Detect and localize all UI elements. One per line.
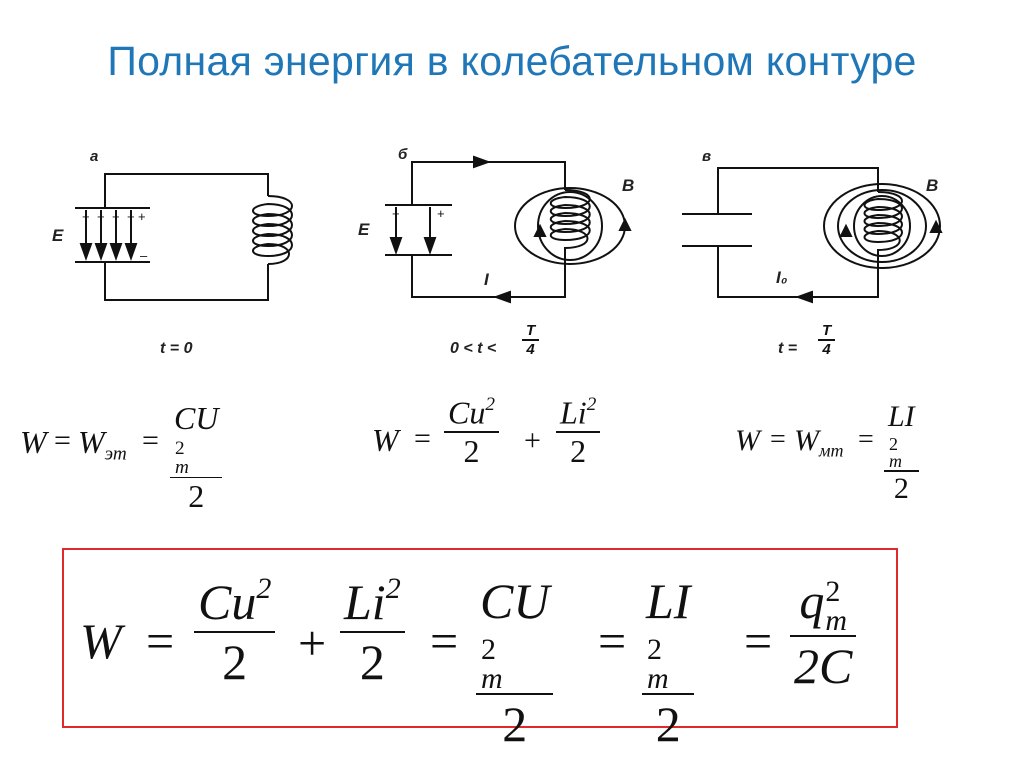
w-electric: Wэт — [78, 424, 127, 465]
time-label-b: 0 < t < — [450, 340, 497, 357]
time-label-c: t = — [778, 340, 798, 357]
panel-c-letter: в — [702, 148, 712, 165]
svg-text:–: – — [140, 248, 148, 263]
circuit-panel-b — [385, 155, 632, 304]
svg-text:+: + — [392, 206, 400, 221]
panel-a-letter: а — [90, 148, 99, 165]
plus-signs-a: +++++ – — [82, 209, 148, 263]
current-label-c: I₀ — [776, 268, 788, 287]
circuit-panel-a — [75, 173, 293, 301]
circuit-panel-c — [682, 167, 943, 304]
fraction-cu2: Cu2 2 — [444, 394, 499, 470]
svg-text:+: + — [127, 209, 135, 224]
main-term-li2: Li2 2 — [340, 572, 405, 691]
svg-text:+: + — [138, 209, 146, 224]
plus-signs-b: ++ — [392, 206, 445, 221]
panel-b-letter: б — [398, 146, 408, 163]
svg-text:+: + — [112, 209, 120, 224]
b-field-label-c: B — [926, 176, 939, 195]
svg-text:+: + — [437, 206, 445, 221]
total-energy-box — [62, 548, 898, 728]
field-label-b: E — [358, 220, 370, 239]
field-label-a: E — [52, 226, 64, 245]
fraction-li2: Li2 2 — [556, 394, 601, 470]
b-field-label-b: B — [622, 176, 635, 195]
time-label-a: t = 0 — [160, 340, 193, 357]
svg-text:+: + — [82, 209, 90, 224]
current-label-b: I — [484, 270, 489, 289]
main-lhs: W — [80, 613, 122, 669]
main-term-cu2: Cu2 2 — [194, 572, 276, 691]
time-fraction-c: T 4 — [818, 322, 836, 358]
svg-text:+: + — [97, 209, 105, 224]
w-magnetic: Wмт — [794, 424, 844, 461]
page-title: Полная энергия в колебательном контуре — [107, 38, 917, 84]
time-fraction-b: T 4 — [522, 322, 540, 358]
